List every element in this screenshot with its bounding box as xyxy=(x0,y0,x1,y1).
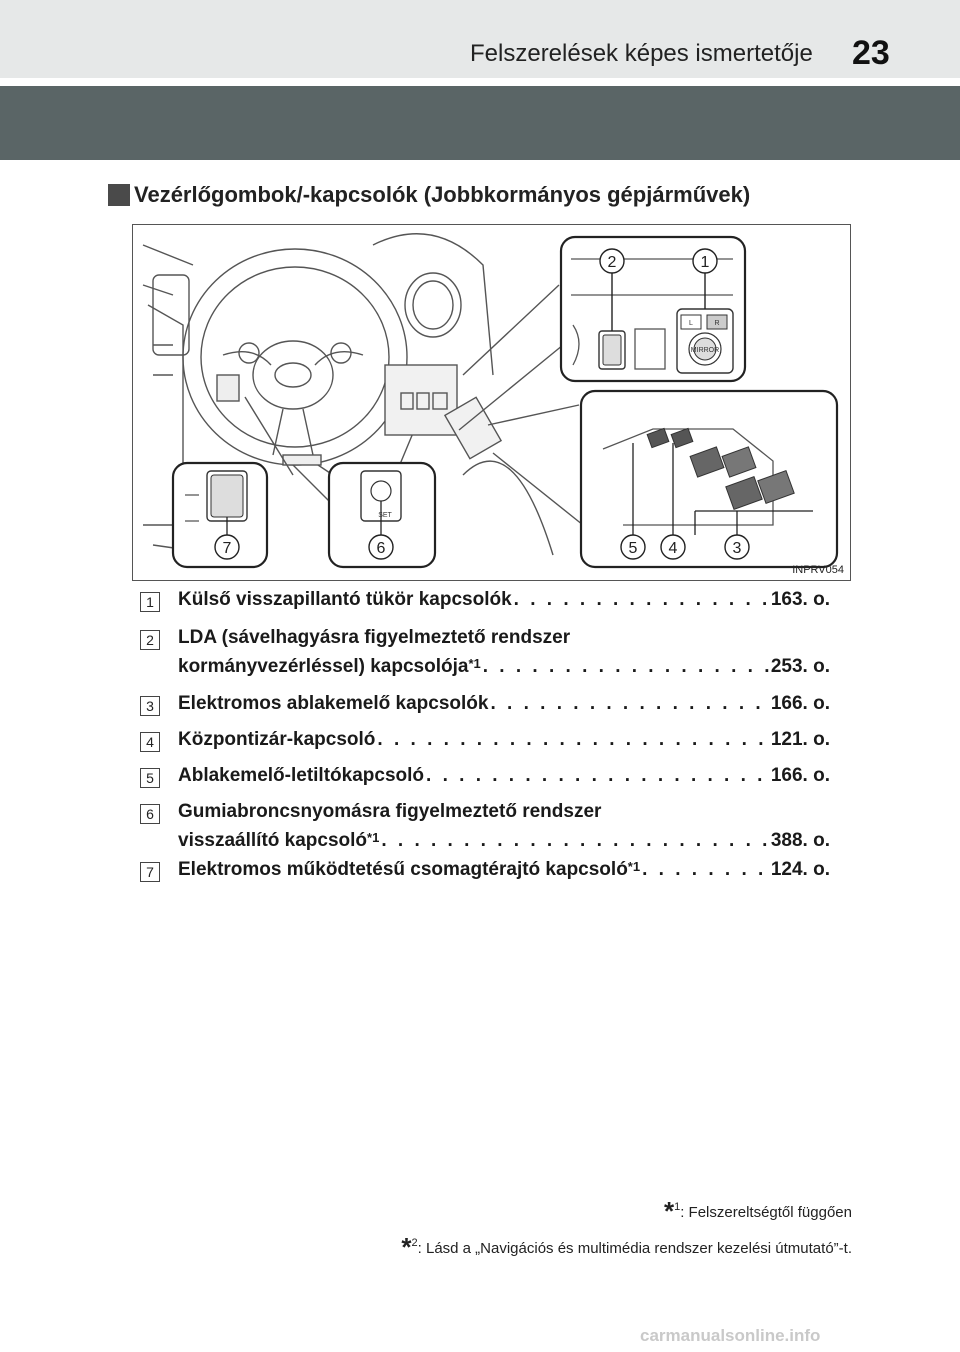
callout-1-label: 1 xyxy=(701,254,710,271)
callout-4-marker xyxy=(660,534,686,560)
inset-mirror-lda xyxy=(559,235,747,383)
set-switch-label: SET xyxy=(378,512,392,519)
callout-6-marker xyxy=(368,534,394,560)
item-line: kormányvezérléssel) kapcsolója*1 . . . .… xyxy=(178,656,830,678)
item-footnote-mark: *1 xyxy=(627,859,641,874)
steering-wheel-hub xyxy=(252,340,334,410)
item-number-badge: 2 xyxy=(140,630,160,650)
leader-dots: . . . . . . . . . . . . . . . . . . . . … xyxy=(426,765,771,786)
item-number-badge: 5 xyxy=(140,768,160,788)
page-number: 23 xyxy=(852,34,890,72)
item-text: Ablakemelő-letiltókapcsoló xyxy=(178,765,425,786)
callout-7-marker xyxy=(214,534,240,560)
item-text: Központizár-kapcsoló xyxy=(178,729,376,750)
page-reference: 163. o. xyxy=(770,589,830,610)
leader-dots: . . . . . . . . . . . . . . . . . . . . … xyxy=(377,729,770,750)
callout-5-label: 5 xyxy=(629,540,638,557)
callout-3-label: 3 xyxy=(733,540,742,557)
footnote-1: *1: Felszereltségtől függően xyxy=(663,1196,852,1226)
item-number-badge: 6 xyxy=(140,804,160,824)
footnote-2: *2: Lásd a „Navigációs és multimédia ren… xyxy=(401,1232,852,1262)
item-line: Külső visszapillantó tükör kapcsolók . .… xyxy=(178,589,830,611)
item-text: Gumiabroncsnyomásra figyelmeztető rendsz… xyxy=(178,801,602,822)
item-number-badge: 7 xyxy=(140,862,160,882)
page-reference: 388. o. xyxy=(770,830,830,851)
page-reference: 121. o. xyxy=(770,729,830,750)
callout-1-marker xyxy=(692,248,718,274)
item-line: LDA (sávelhagyásra figyelmeztető rendsze… xyxy=(178,627,830,649)
callout-2-marker xyxy=(599,248,625,274)
inset-tpms-reset xyxy=(327,461,437,569)
mirror-left-label: L xyxy=(689,320,693,327)
callout-7-label: 7 xyxy=(223,540,232,557)
leader-dots: . . . . . . . . . . . . . . . . . . . . … xyxy=(482,656,771,677)
item-text: Külső visszapillantó tükör kapcsolók xyxy=(178,589,512,610)
steering-wheel-rim xyxy=(182,248,408,466)
figure-code: INPRV054 xyxy=(792,564,844,576)
item-line: Gumiabroncsnyomásra figyelmeztető rendsz… xyxy=(178,801,830,823)
item-line: Ablakemelő-letiltókapcsoló . . . . . . .… xyxy=(178,765,830,787)
mirror-switch-label: MIRROR xyxy=(691,347,719,354)
item-line: Elektromos ablakemelő kapcsolók . . . . … xyxy=(178,693,830,715)
item-line: Elektromos működtetésű csomagtérajtó kap… xyxy=(178,859,830,881)
item-number-badge: 4 xyxy=(140,732,160,752)
chapter-title: Felszerelések képes ismertetője xyxy=(470,40,813,67)
item-text: Elektromos ablakemelő kapcsolók xyxy=(178,693,489,714)
watermark: carmanualsonline.info xyxy=(640,1326,821,1345)
item-text: visszaállító kapcsoló xyxy=(178,830,368,851)
section-marker-icon xyxy=(108,184,130,206)
callout-4-label: 4 xyxy=(669,540,678,557)
inset-window-switches xyxy=(579,389,839,569)
section-heading-text: Vezérlőgombok/-kapcsolók (Jobbkormányos … xyxy=(134,182,751,207)
inset-tailgate xyxy=(171,461,269,569)
leader-dots: . . . . . . . . . . . . . . . . . . . . … xyxy=(513,589,771,610)
page-reference: 253. o. xyxy=(770,656,830,677)
header-band xyxy=(0,86,960,160)
section-heading: Vezérlőgombok/-kapcsolók (Jobbkormányos … xyxy=(108,180,750,210)
item-footnote-mark: *1 xyxy=(367,830,380,845)
leader-dots: . . . . . . . . . . . . . . . . . . . . … xyxy=(490,693,770,714)
callout-6-label: 6 xyxy=(377,540,386,557)
callout-3-marker xyxy=(724,534,750,560)
item-line: visszaállító kapcsoló*1 . . . . . . . . … xyxy=(178,830,830,852)
item-text: Elektromos működtetésű csomagtérajtó kap… xyxy=(178,859,628,880)
header-bar: Felszerelések képes ismertetője 23 xyxy=(0,0,960,78)
item-footnote-mark: *1 xyxy=(468,656,481,671)
callout-5-marker xyxy=(620,534,646,560)
leader-dots: . . . . . . . . . . . . . . . . . . . . … xyxy=(381,830,771,851)
item-number-badge: 1 xyxy=(140,592,160,612)
item-text: kormányvezérléssel) kapcsolója xyxy=(178,656,469,677)
page-reference: 166. o. xyxy=(770,693,830,714)
page-reference: 166. o. xyxy=(770,765,830,786)
dashboard-drawing: 2 1 5 4 3 7 6 SET MIRROR L R xyxy=(142,233,839,569)
mirror-right-label: R xyxy=(714,320,719,327)
callout-2-label: 2 xyxy=(608,254,617,271)
dashboard-illustration: 2 1 5 4 3 7 6 SET MIRROR L R INPRV054 xyxy=(132,224,851,581)
page-reference: 124. o. xyxy=(770,859,830,880)
item-text: LDA (sávelhagyásra figyelmeztető rendsze… xyxy=(178,627,571,648)
leader-dots: . . . . . . . . . . . . . . . . . . . . … xyxy=(642,859,771,880)
item-number-badge: 3 xyxy=(140,696,160,716)
item-line: Központizár-kapcsoló . . . . . . . . . .… xyxy=(178,729,830,751)
